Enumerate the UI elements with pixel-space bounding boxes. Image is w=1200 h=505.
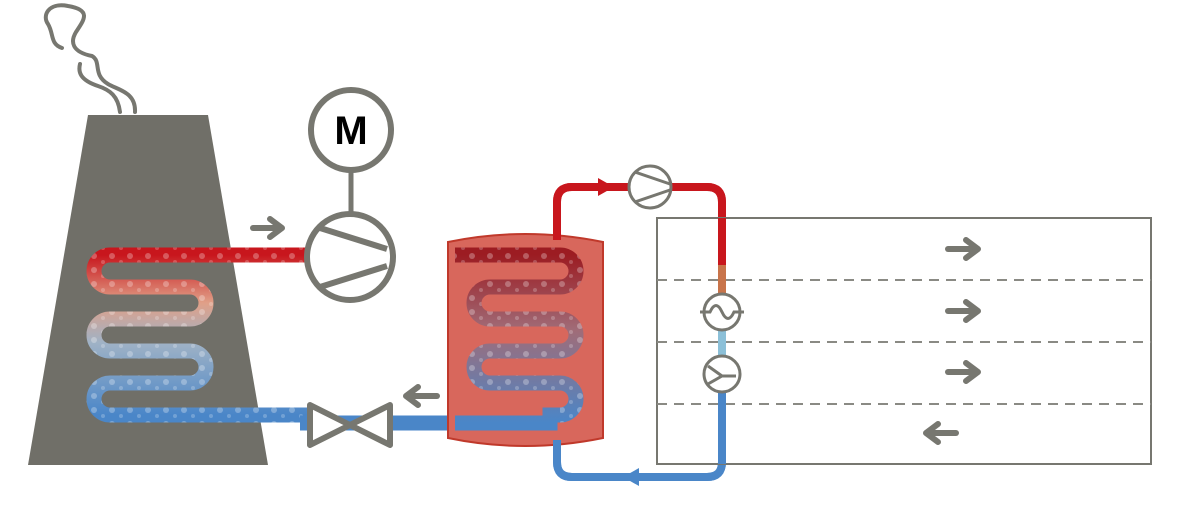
- fan-icon: [702, 354, 742, 394]
- flow-arrow-icon: [598, 178, 614, 196]
- flow-arrow-icon: [945, 299, 981, 323]
- expansion-valve-icon: [307, 402, 393, 448]
- evaporator-coil: [86, 247, 330, 423]
- motor-circle-icon: [308, 87, 394, 173]
- flow-arrow-icon: [945, 237, 981, 261]
- flow-arrow-icon: [923, 421, 959, 445]
- flow-arrow-icon: [945, 360, 981, 384]
- heat-exchanger-icon: [700, 292, 744, 332]
- compressor-icon: [304, 211, 396, 303]
- circulation-pump-icon: [627, 164, 673, 210]
- flow-arrow-icon: [623, 468, 639, 486]
- condenser-coil: [455, 247, 584, 431]
- zone-arrows: [923, 237, 981, 445]
- smoke-icon: [43, 3, 138, 114]
- flow-arrow-icon: [403, 384, 440, 408]
- flow-arrow-icon: [250, 216, 285, 240]
- motor-label: M: [334, 109, 367, 153]
